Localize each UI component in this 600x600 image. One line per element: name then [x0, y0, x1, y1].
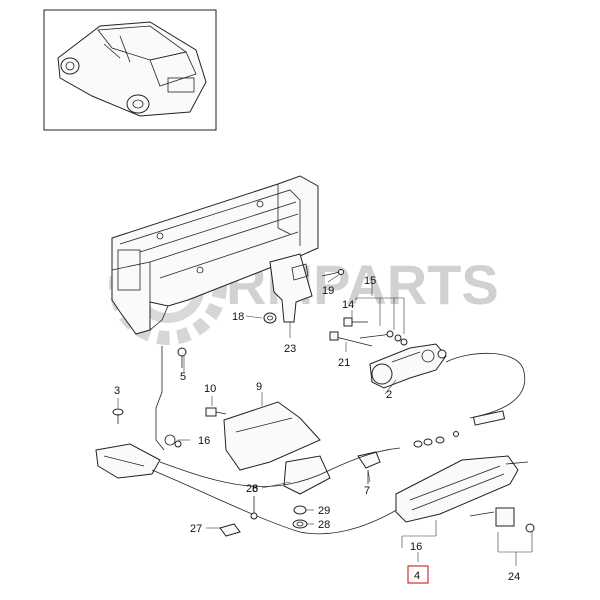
part-27-clip[interactable] — [219, 523, 241, 537]
label-4-highlight[interactable]: 4 — [407, 565, 429, 584]
part-23-bracket[interactable] — [269, 253, 313, 323]
part-15-screws[interactable] — [359, 330, 408, 346]
label-2[interactable]: 2 — [386, 389, 392, 401]
seat-frame-assembly[interactable] — [111, 175, 319, 335]
label-23[interactable]: 23 — [284, 343, 296, 355]
part-8-bracket[interactable] — [283, 455, 331, 495]
label-21[interactable]: 21 — [338, 357, 350, 369]
part-21-threaded-rod[interactable] — [329, 331, 373, 347]
part-4-adjust-motor[interactable] — [395, 455, 529, 523]
small-bushings — [413, 436, 445, 448]
part-18-nut[interactable] — [263, 312, 277, 324]
part-26-bolt[interactable] — [250, 496, 258, 520]
lower-cable — [151, 447, 401, 535]
leader-lines — [117, 273, 533, 566]
label-4[interactable]: 4 — [414, 570, 420, 582]
part-19-screw[interactable] — [321, 269, 344, 277]
part-29-nut[interactable] — [293, 505, 307, 515]
part-28-washer[interactable] — [292, 519, 308, 529]
left-seat-rail[interactable] — [95, 443, 161, 479]
car-convertible-icon — [57, 21, 207, 117]
part-24-bracket[interactable] — [469, 507, 535, 533]
vehicle-thumbnail[interactable] — [43, 9, 217, 131]
part-16-rod-left[interactable] — [155, 346, 182, 451]
label-18[interactable]: 18 — [232, 311, 244, 323]
label-3[interactable]: 3 — [114, 385, 120, 397]
label-16b[interactable]: 16 — [410, 541, 422, 553]
label-5[interactable]: 5 — [180, 371, 186, 383]
label-14[interactable]: 14 — [342, 299, 354, 311]
label-29[interactable]: 29 — [318, 505, 330, 517]
part-3-screw[interactable] — [112, 408, 124, 424]
part-2-motor[interactable] — [369, 343, 447, 389]
part-10-screw[interactable] — [205, 407, 227, 417]
label-10[interactable]: 10 — [204, 383, 216, 395]
label-24[interactable]: 24 — [508, 571, 520, 583]
label-15[interactable]: 15 — [364, 275, 376, 287]
drive-cable — [445, 352, 526, 437]
label-27[interactable]: 27 — [190, 523, 202, 535]
label-26[interactable]: 26 — [246, 483, 258, 495]
part-14-bolt[interactable] — [343, 317, 368, 327]
label-16a[interactable]: 16 — [198, 435, 210, 447]
label-19[interactable]: 19 — [322, 285, 334, 297]
part-9-cover[interactable] — [223, 401, 321, 471]
part-5-clip[interactable] — [177, 347, 187, 368]
label-9[interactable]: 9 — [256, 381, 262, 393]
label-28[interactable]: 28 — [318, 519, 330, 531]
label-7[interactable]: 7 — [364, 485, 370, 497]
label-8[interactable]: 8 — [252, 483, 258, 495]
